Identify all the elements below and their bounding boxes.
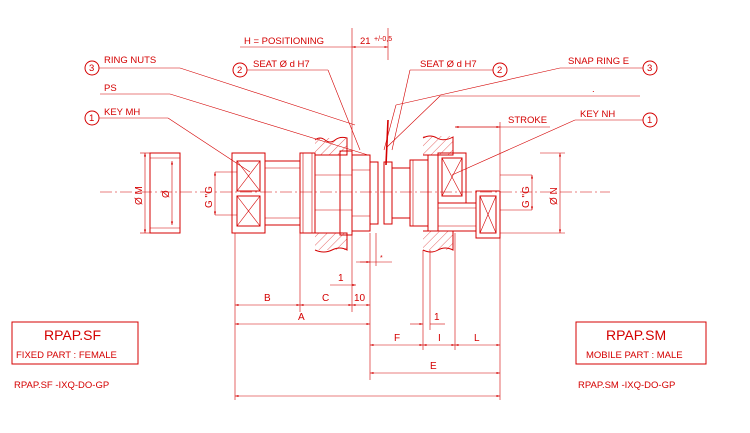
callout-seat-right: 2 <box>497 65 502 76</box>
dim-one-left: 1 <box>338 273 344 284</box>
dim-i: I <box>438 333 441 344</box>
dim-g-left: G "G <box>204 186 215 208</box>
tolerance-value: 21 <box>360 36 371 47</box>
snap-ring-label: SNAP RING E <box>568 56 629 67</box>
dim-f: F <box>394 333 400 344</box>
seat-left-label: SEAT Ø d H7 <box>253 59 310 70</box>
callout-ring-nuts: 3 <box>89 63 94 74</box>
callout-key-mh: 1 <box>89 113 94 124</box>
dim-e: E <box>430 361 437 372</box>
seat-right-label: SEAT Ø d H7 <box>420 59 477 70</box>
dim-phi: Ø <box>161 190 172 198</box>
code-right: RPAP.SM -IXQ-DO-GP <box>578 380 675 391</box>
dim-phi-n: Ø N <box>549 187 560 205</box>
dim-ten: 10 <box>354 293 366 304</box>
dim-g-right: G "G <box>521 186 532 208</box>
subtitle-left: FIXED PART : FEMALE <box>16 350 117 361</box>
dim-star: * <box>380 255 383 262</box>
tolerance-range: +/-0,5 <box>374 36 392 43</box>
dim-c: C <box>322 293 329 304</box>
code-left: RPAP.SF -IXQ-DO-GP <box>14 380 109 391</box>
title-box-left: RPAP.SF FIXED PART : FEMALE <box>11 321 139 365</box>
title-box-right: RPAP.SM MOBILE PART : MALE <box>575 321 707 365</box>
fixed-part-body <box>149 150 379 236</box>
subtitle-right: MOBILE PART : MALE <box>586 350 683 361</box>
ps-label: PS <box>104 83 117 94</box>
callout-snap-ring: 3 <box>647 63 652 74</box>
callout-seat-left: 2 <box>237 65 242 76</box>
plate-section-right <box>422 135 454 253</box>
key-mh-label: KEY MH <box>104 107 140 118</box>
dim-a: A <box>298 312 305 323</box>
dim-l: L <box>474 333 480 344</box>
dot-label: . <box>592 84 595 95</box>
title-right: RPAP.SM <box>606 327 666 343</box>
key-nh-label: KEY NH <box>580 109 615 120</box>
title-left: RPAP.SF <box>44 327 101 343</box>
dim-b: B <box>264 293 271 304</box>
plate-section-left <box>314 136 348 253</box>
dim-one-right: 1 <box>434 312 440 323</box>
ring-nuts-label: RING NUTS <box>104 55 156 66</box>
stroke-label: STROKE <box>508 115 547 126</box>
dim-phi-m: Ø M <box>134 186 145 205</box>
callout-key-nh: 1 <box>647 115 652 126</box>
positioning-label: H = POSITIONING <box>244 36 324 47</box>
